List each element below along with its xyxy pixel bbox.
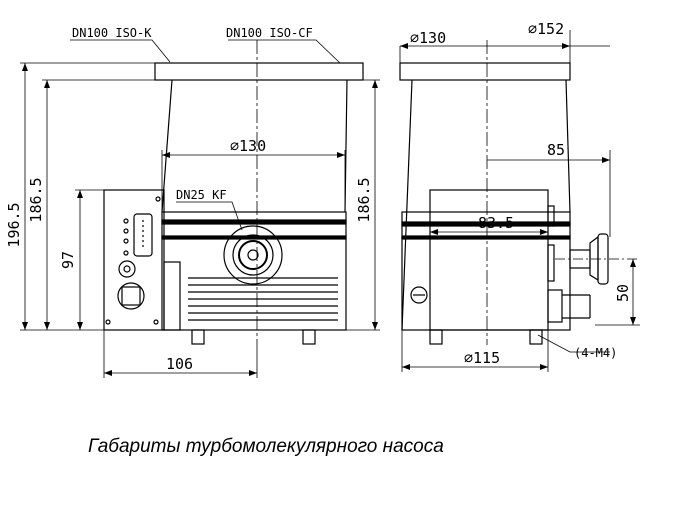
dim-total-height: 196.5 (5, 202, 23, 247)
side-body-taper (401, 79, 571, 331)
side-dimension-lines (399, 30, 640, 372)
small-round-connector (118, 260, 136, 278)
front-top-flange (154, 62, 364, 81)
dim-body-height-right: 186.5 (355, 177, 373, 222)
power-connector (117, 282, 145, 310)
dim-offset-85: 85 (547, 141, 565, 159)
side-outlet-flange (589, 235, 599, 282)
dim-body-height-left: 186.5 (27, 177, 45, 222)
side-foot-right (529, 329, 543, 345)
controller-box (103, 189, 165, 331)
dim-offset-83-5: 83.5 (478, 214, 514, 232)
front-band-stripe-1 (161, 219, 347, 225)
controller-side-panel (163, 261, 181, 331)
dsub-connector (133, 213, 153, 257)
dim-height-50: 50 (614, 284, 632, 302)
dim-width-106: 106 (166, 355, 193, 373)
figure-caption: Габариты турбомолекулярного насоса (88, 436, 444, 457)
front-band-stripe-2 (161, 235, 347, 240)
side-top-flange (399, 62, 571, 81)
dim-diam-115: ⌀115 (464, 349, 500, 367)
side-view (399, 62, 609, 345)
front-foot-left (191, 329, 205, 345)
dim-diam-152: ⌀152 (528, 20, 564, 38)
side-foot-left (429, 329, 443, 345)
dim-controller-height: 97 (59, 251, 77, 269)
front-body (161, 211, 347, 331)
front-dimension-lines (20, 39, 380, 378)
front-view (103, 62, 364, 345)
flange-left-label: DN100 ISO-K (72, 26, 152, 40)
front-foot-right (302, 329, 316, 345)
flange-center-label: DN100 ISO-CF (226, 26, 313, 40)
side-knob (410, 286, 428, 304)
mount-label: (4-M4) (574, 346, 617, 360)
dim-diam-130-front: ⌀130 (230, 137, 266, 155)
side-controller-box (429, 189, 549, 331)
inlet-label: DN25 KF (176, 188, 227, 202)
cooling-fins (188, 277, 338, 321)
dim-diam-130-side: ⌀130 (410, 29, 446, 47)
inlet-port (223, 225, 283, 285)
